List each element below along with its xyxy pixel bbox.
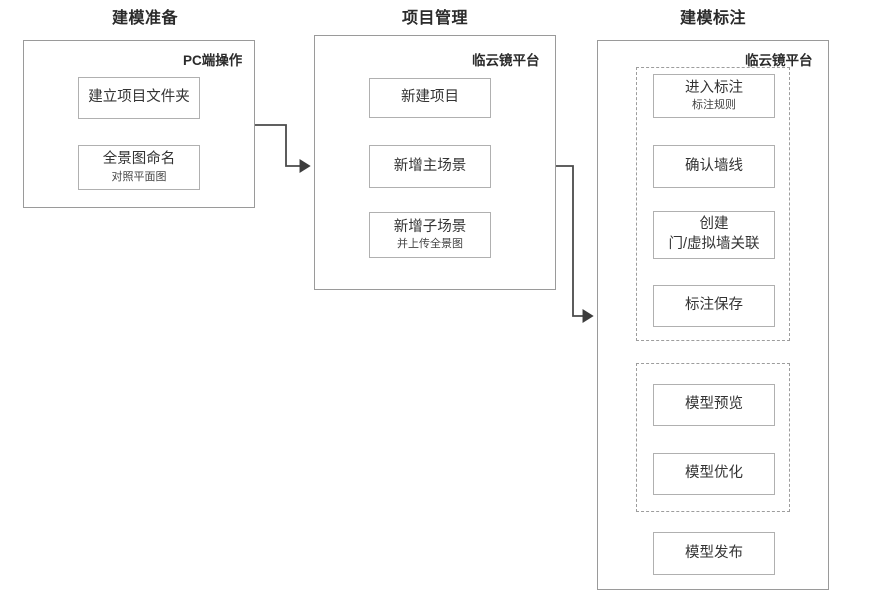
node-label: 建立项目文件夹 [88,89,190,106]
container-label-pc-operations: PC端操作 [183,53,243,68]
node-label: 模型预览 [685,396,743,413]
node-model-preview[interactable]: 模型预览 [653,384,775,426]
node-label: 模型发布 [685,544,743,561]
container-label-cloud-platform-project: 临云镜平台 [472,53,540,68]
node-create-project-folder[interactable]: 建立项目文件夹 [78,77,200,119]
node-sublabel: 并上传全景图 [397,238,463,251]
node-label: 全景图命名 [102,151,176,168]
node-label: 新增主场景 [393,157,467,174]
node-model-publish[interactable]: 模型发布 [653,532,775,575]
node-sublabel: 标注规则 [692,99,736,112]
node-sublabel: 对照平面图 [111,170,167,183]
column-title-project-mgmt: 项目管理 [401,10,469,27]
node-label: 进入标注 [685,79,743,96]
node-label: 新建项目 [401,89,459,106]
column-title-prep: 建模准备 [111,10,179,27]
dashed-group-model-steps [636,363,790,512]
node-create-door-virtual-wall-link[interactable]: 创建 门/虚拟墙关联 [653,211,775,259]
dashed-group-annotation-steps [636,67,790,341]
node-label: 创建 门/虚拟墙关联 [668,216,760,252]
node-new-project[interactable]: 新建项目 [369,78,491,118]
node-label: 标注保存 [685,297,743,314]
node-enter-annotation[interactable]: 进入标注 标注规则 [653,74,775,118]
node-label: 新增子场景 [393,218,467,235]
node-confirm-wall-line[interactable]: 确认墙线 [653,145,775,188]
node-save-annotation[interactable]: 标注保存 [653,285,775,327]
column-title-modeling-annotation: 建模标注 [679,10,747,27]
node-panorama-naming[interactable]: 全景图命名 对照平面图 [78,145,200,190]
connector-prep-to-project [255,124,311,174]
node-label: 模型优化 [685,465,743,482]
node-add-sub-scene[interactable]: 新增子场景 并上传全景图 [369,212,491,258]
node-label: 确认墙线 [685,157,743,174]
node-model-optimize[interactable]: 模型优化 [653,453,775,495]
container-label-cloud-platform-annotation: 临云镜平台 [745,53,813,68]
node-add-main-scene[interactable]: 新增主场景 [369,145,491,188]
